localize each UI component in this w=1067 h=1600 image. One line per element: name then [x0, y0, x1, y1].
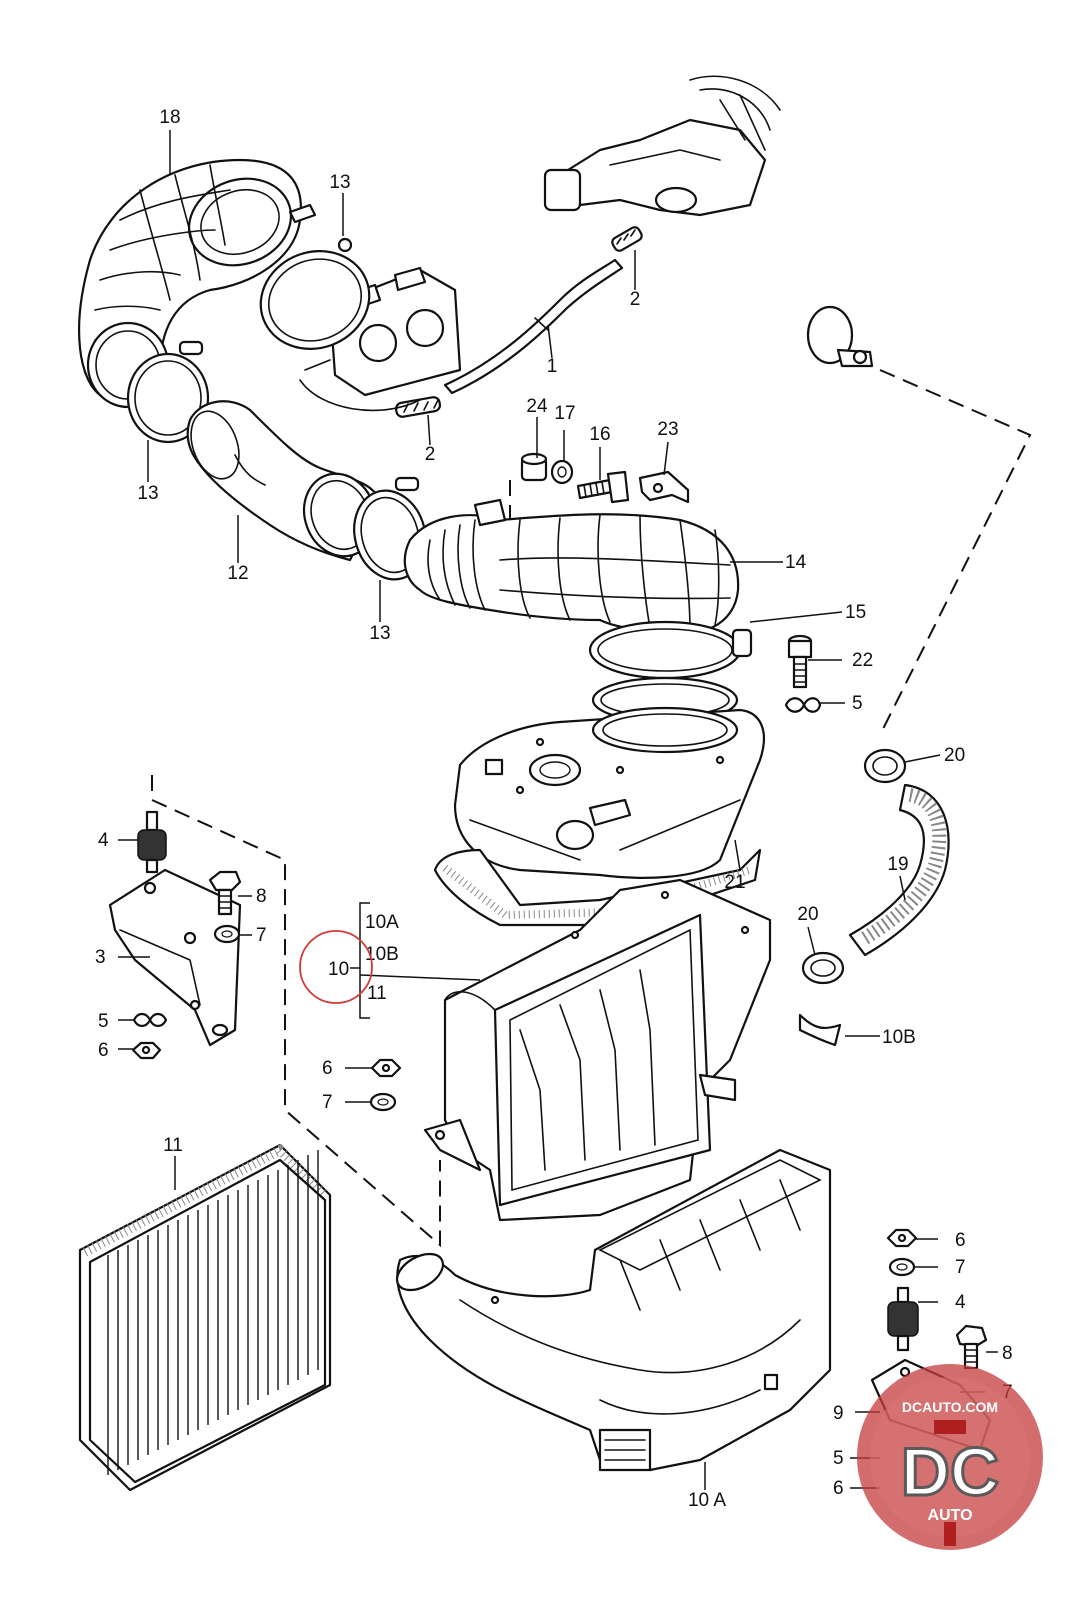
label-part-4-left: 4 — [98, 830, 109, 851]
label-part-9: 9 — [833, 1403, 844, 1424]
bushing-24 — [520, 452, 548, 482]
label-part-18: 18 — [159, 107, 180, 128]
label-group-10b: 10B — [365, 944, 399, 965]
washer-7-right-upper — [888, 1257, 916, 1277]
rubber-mount-4-left — [137, 810, 167, 874]
nut-6-left — [131, 1041, 162, 1060]
intake-bellows-14 — [403, 498, 740, 636]
bolt-8-left — [208, 870, 242, 916]
bolt-8-right — [955, 1324, 988, 1370]
watermark-site-text: DCAUTO.COM — [902, 1399, 998, 1415]
label-part-20-lower: 20 — [797, 904, 818, 925]
label-part-22: 22 — [852, 650, 873, 671]
injector-assembly — [543, 75, 781, 217]
washer-5-left — [132, 1012, 168, 1028]
hose-clamp-15 — [588, 620, 753, 680]
label-part-10: 10 — [328, 959, 349, 980]
label-part-13-top: 13 — [329, 172, 350, 193]
washer-5-right — [784, 697, 822, 713]
bracket-23 — [638, 470, 690, 504]
label-part-8-right: 8 — [1002, 1343, 1013, 1364]
label-part-13-middle: 13 — [369, 623, 390, 644]
nut-6-middle — [370, 1058, 402, 1078]
label-part-15: 15 — [845, 602, 866, 623]
hose-clamp-2-upper — [611, 226, 643, 252]
bracket-3 — [108, 868, 242, 1047]
label-part-23: 23 — [657, 419, 678, 440]
filter-pleats — [107, 1150, 319, 1475]
clip-10b — [798, 1013, 842, 1047]
label-part-7-left: 7 — [256, 925, 267, 946]
rubber-mount-4-right — [887, 1286, 919, 1352]
label-part-21: 21 — [724, 872, 745, 893]
label-part-20-upper: 20 — [944, 745, 965, 766]
label-group-11: 11 — [367, 983, 387, 1004]
label-part-24: 24 — [526, 396, 548, 417]
label-part-10a-bottom: 10 A — [688, 1490, 726, 1511]
label-part-17: 17 — [554, 403, 575, 424]
label-part-5-left: 5 — [98, 1011, 109, 1032]
label-part-12: 12 — [227, 563, 248, 584]
label-part-14: 14 — [785, 552, 807, 573]
label-part-4-right: 4 — [955, 1292, 966, 1313]
label-part-3: 3 — [95, 947, 106, 968]
label-part-7-middle: 7 — [322, 1092, 333, 1113]
fuel-hose-1 — [443, 258, 624, 395]
intake-boot-18 — [77, 158, 317, 409]
label-part-6-left: 6 — [98, 1040, 109, 1061]
label-part-6-middle: 6 — [322, 1058, 333, 1079]
hose-ring-13-left — [126, 340, 210, 444]
label-part-2-bottom: 2 — [425, 444, 436, 465]
nut-6-right — [886, 1228, 918, 1248]
hose-ring-13-upper — [259, 237, 421, 412]
hose-clamp-2-lower — [394, 396, 442, 418]
lower-housing-10a — [395, 1148, 832, 1472]
washer-7-middle — [369, 1092, 397, 1112]
filter-element-11 — [78, 1143, 332, 1492]
label-part-6-lower-right: 6 — [833, 1478, 844, 1499]
watermark-dc-mark: DC — [901, 1434, 999, 1510]
hose-clamp-20-upper — [863, 748, 907, 784]
label-part-5-lower-right: 5 — [833, 1448, 844, 1469]
airbox-lid-21 — [453, 706, 765, 879]
airbox-housing-10 — [423, 878, 772, 1222]
label-part-6-right: 6 — [955, 1230, 966, 1251]
label-part-1: 1 — [547, 356, 558, 377]
breather-hose-19 — [848, 783, 950, 957]
gasket-21 — [433, 848, 762, 927]
washer-17 — [550, 459, 574, 485]
hose-clamp-20-lower — [801, 951, 845, 985]
bolt-16 — [576, 470, 630, 504]
washer-7-left — [213, 924, 241, 944]
vent-valve — [806, 305, 874, 368]
label-part-7-right: 7 — [955, 1257, 966, 1278]
bolt-22 — [787, 634, 813, 689]
label-part-5-right: 5 — [852, 693, 863, 714]
highlight-circle — [299, 930, 373, 1004]
label-part-11: 11 — [163, 1135, 183, 1156]
label-part-2-top: 2 — [630, 289, 641, 310]
label-part-10b-right: 10B — [882, 1027, 916, 1048]
label-group-10a: 10A — [365, 912, 399, 933]
dcauto-watermark: DCAUTO.COM DC AUTO — [857, 1364, 1043, 1550]
label-part-8-left: 8 — [256, 886, 267, 907]
label-part-19: 19 — [887, 854, 908, 875]
label-part-13-left: 13 — [137, 483, 158, 504]
watermark-sub-text: AUTO — [927, 1507, 972, 1524]
label-part-16: 16 — [589, 424, 610, 445]
